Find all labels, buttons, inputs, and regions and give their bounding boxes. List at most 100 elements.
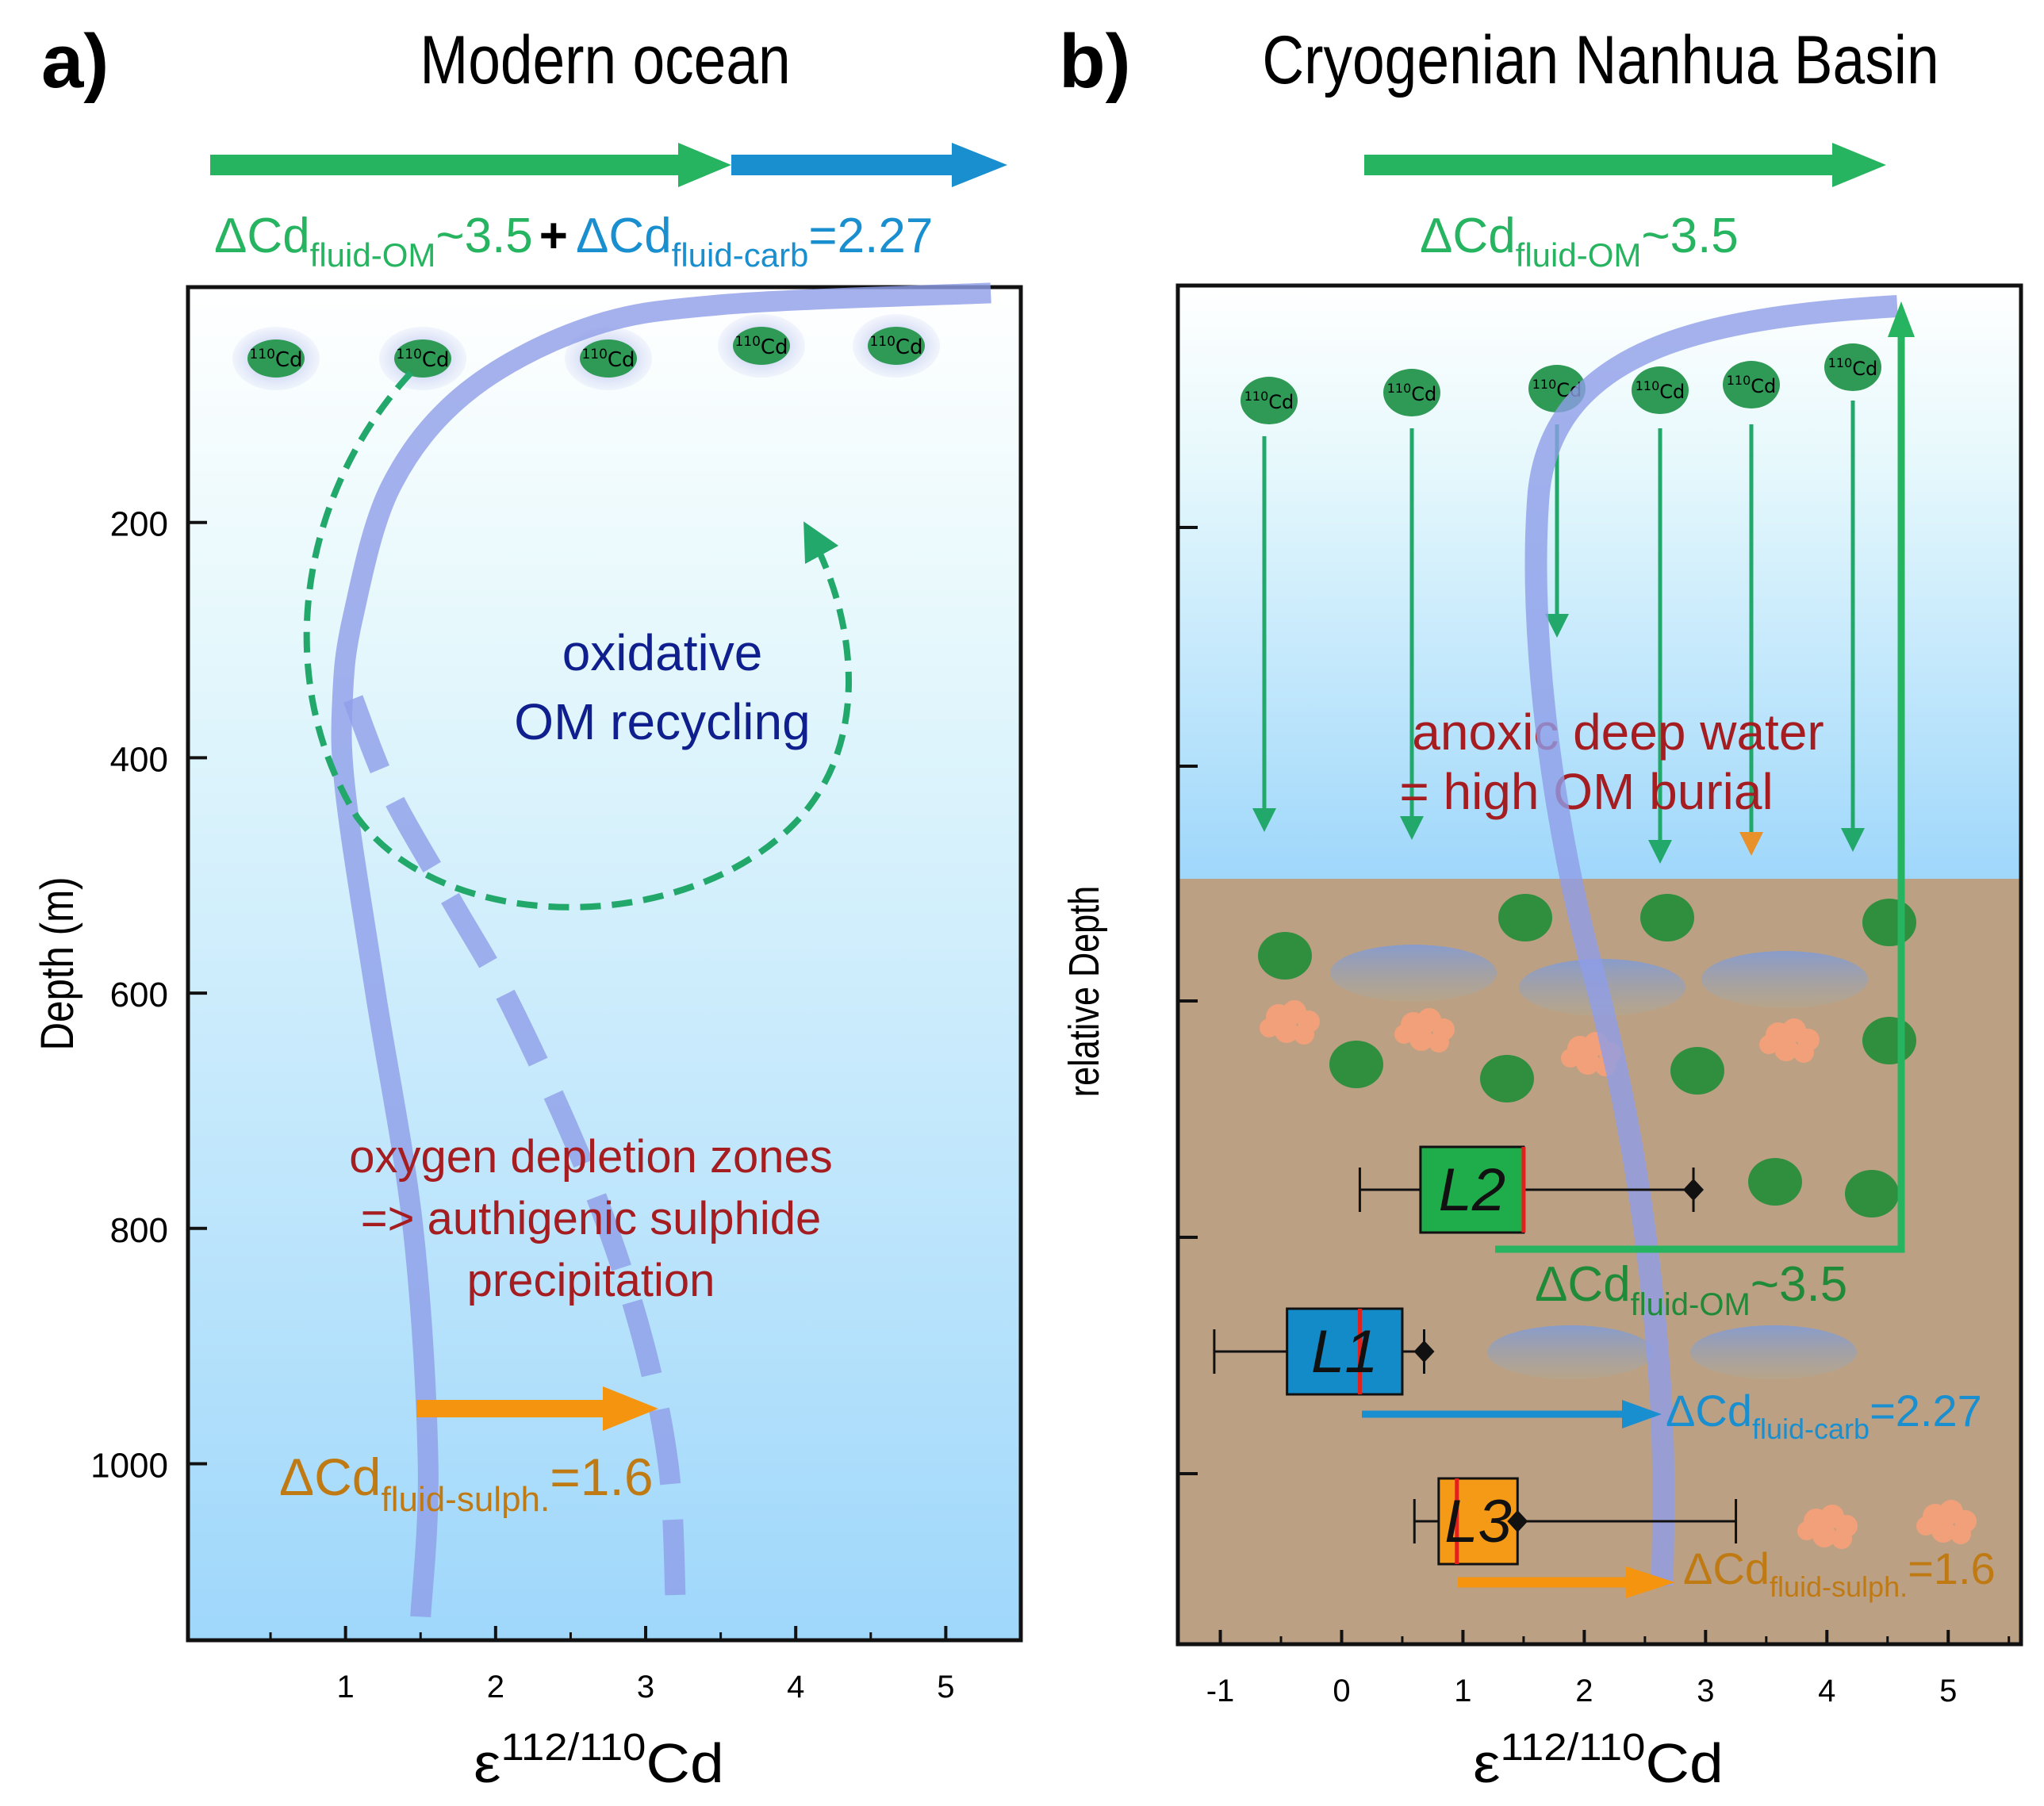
x-tick-label: 3 bbox=[1697, 1674, 1714, 1708]
x-tick-label: 1 bbox=[337, 1670, 355, 1704]
b-carb-sub: fluid-carb bbox=[1752, 1413, 1870, 1445]
svg-text:110Cd: 110Cd bbox=[1244, 389, 1294, 413]
cd-particle: 110Cd bbox=[1241, 377, 1298, 424]
carb-sub: fluid-carb bbox=[672, 236, 809, 274]
cycle-label-line1: oxidative bbox=[562, 624, 763, 681]
x-tick-label: 3 bbox=[637, 1670, 654, 1704]
box-label: L2 bbox=[1439, 1156, 1506, 1224]
x-tick-label: 2 bbox=[1575, 1674, 1593, 1708]
svg-text:110Cd: 110Cd bbox=[396, 347, 449, 372]
panel-a-y-axis-label: Depth (m) bbox=[32, 876, 83, 1050]
b-carb-prefix: ΔCd bbox=[1666, 1386, 1752, 1436]
b-x-label-prefix: ε bbox=[1473, 1731, 1500, 1794]
cd-particle: 110Cd bbox=[718, 314, 805, 378]
box-label: L1 bbox=[1311, 1318, 1379, 1386]
y-tick-label: 200 bbox=[110, 505, 168, 544]
y-tick-label: 1000 bbox=[90, 1446, 168, 1485]
b-om-prefix: ΔCd bbox=[1535, 1257, 1631, 1312]
panel-b-carb-label: ΔCdfluid-carb=2.27 bbox=[1666, 1386, 1982, 1445]
sediment-om-particles bbox=[1258, 894, 1916, 1217]
x-tick-label: 5 bbox=[937, 1670, 954, 1704]
boxplot-l1: L1 bbox=[1213, 1307, 1435, 1396]
recycling-loop-arrow bbox=[303, 370, 852, 911]
carb-value: =2.27 bbox=[808, 209, 933, 263]
odz-label-line1: oxygen depletion zones bbox=[349, 1131, 832, 1183]
b-top-prefix: ΔCd bbox=[1420, 209, 1516, 263]
plus-sign: + bbox=[539, 209, 568, 263]
om-flux-arrowhead bbox=[678, 143, 731, 187]
y-tick-label: 800 bbox=[110, 1211, 168, 1250]
svg-text:110Cd: 110Cd bbox=[581, 347, 635, 372]
cd-particle: 110Cd bbox=[379, 327, 466, 390]
anoxic-label-line2: = high OM burial bbox=[1399, 763, 1773, 820]
panel-b-letter: b) bbox=[1059, 19, 1131, 104]
panel-b-sulph-arrowhead bbox=[1626, 1566, 1675, 1598]
box bbox=[1286, 1307, 1404, 1396]
x-label-suffix: Cd bbox=[646, 1731, 723, 1794]
x-tick-label: -1 bbox=[1206, 1674, 1235, 1708]
panel-a-title: Modern ocean bbox=[420, 21, 790, 98]
panel-b-y-ticks bbox=[1179, 526, 1198, 1475]
b-om-value: ~3.5 bbox=[1751, 1257, 1847, 1312]
om-value: ~3.5 bbox=[435, 209, 532, 263]
x-tick-label: 2 bbox=[487, 1670, 504, 1704]
panel-a: a) Modern ocean ΔCdfluid-OM~3.5+ΔCdfluid… bbox=[32, 19, 1023, 1794]
panel-b-top-label: ΔCdfluid-OM~3.5 bbox=[1420, 209, 1739, 274]
cd-particle: 110Cd bbox=[565, 327, 652, 390]
modern-profile-line bbox=[331, 282, 991, 1618]
sulph-flux-arrowhead bbox=[603, 1386, 658, 1431]
x-tick-label: 4 bbox=[1818, 1674, 1835, 1708]
b-x-label-suffix: Cd bbox=[1645, 1731, 1723, 1794]
svg-text:110Cd: 110Cd bbox=[249, 347, 302, 372]
b-carb-value: =2.27 bbox=[1870, 1386, 1982, 1436]
om-return-arrowhead bbox=[1888, 301, 1915, 337]
cd-particle: 110Cd bbox=[853, 314, 940, 378]
y-tick-label: 600 bbox=[110, 976, 168, 1014]
boxplot-l3: L3 bbox=[1413, 1477, 1738, 1566]
b-sulph-value: =1.6 bbox=[1908, 1543, 1996, 1593]
svg-text:110Cd: 110Cd bbox=[734, 334, 788, 359]
box-label: L3 bbox=[1444, 1488, 1512, 1555]
panel-a-sulph-label: ΔCdfluid-sulph.=1.6 bbox=[279, 1447, 654, 1519]
odz-label-line3: precipitation bbox=[467, 1255, 715, 1306]
x-tick-label: 0 bbox=[1333, 1674, 1350, 1708]
panel-a-letter: a) bbox=[41, 19, 109, 104]
cd-particle: 110Cd bbox=[1632, 366, 1689, 414]
carb-prefix: ΔCd bbox=[576, 209, 672, 263]
carb-flux-arrowhead bbox=[952, 143, 1007, 187]
b-sulph-prefix: ΔCd bbox=[1683, 1543, 1770, 1593]
panel-b-om-flux-arrowhead bbox=[1832, 143, 1886, 187]
b-top-sub: fluid-OM bbox=[1516, 236, 1642, 274]
panel-b: b) Cryogenian Nanhua Basin ΔCdfluid-OM~3… bbox=[1059, 19, 2023, 1794]
b-om-sub: fluid-OM bbox=[1631, 1287, 1751, 1322]
panel-a-profiles bbox=[331, 282, 991, 1618]
svg-text:110Cd: 110Cd bbox=[1636, 378, 1685, 403]
svg-text:110Cd: 110Cd bbox=[1727, 373, 1777, 397]
sulph-value: =1.6 bbox=[550, 1447, 653, 1506]
cd-particle: 110Cd bbox=[1723, 361, 1780, 408]
data-point bbox=[1507, 1510, 1528, 1532]
odz-label-line2: => authigenic sulphide bbox=[361, 1193, 821, 1244]
svg-text:110Cd: 110Cd bbox=[1828, 355, 1878, 380]
x-tick-label: 4 bbox=[787, 1670, 804, 1704]
panel-b-carb-arrowhead bbox=[1622, 1400, 1662, 1428]
boxplot-l2: L2 bbox=[1358, 1145, 1705, 1234]
svg-text:110Cd: 110Cd bbox=[869, 334, 922, 359]
anoxic-label-line1: anoxic deep water bbox=[1412, 704, 1823, 761]
panel-b-sulph-label: ΔCdfluid-sulph.=1.6 bbox=[1683, 1543, 1996, 1603]
x-label-sup: 112/110 bbox=[500, 1725, 646, 1768]
data-point bbox=[1413, 1340, 1435, 1363]
om-prefix: ΔCd bbox=[214, 209, 310, 263]
panel-a-plot-area bbox=[186, 285, 1023, 1643]
box bbox=[1437, 1477, 1519, 1566]
panel-b-title: Cryogenian Nanhua Basin bbox=[1262, 21, 1939, 98]
panel-b-om-label: ΔCdfluid-OM~3.5 bbox=[1535, 1257, 1847, 1322]
cycle-label-line2: OM recycling bbox=[514, 693, 810, 750]
panel-a-x-axis-label: ε112/110Cd bbox=[474, 1725, 724, 1794]
cd-particle: 110Cd bbox=[232, 327, 320, 390]
panel-b-plot-frame bbox=[1175, 283, 2023, 1647]
sulph-prefix: ΔCd bbox=[279, 1447, 381, 1506]
panel-b-y-axis-label: relative Depth bbox=[1061, 886, 1109, 1097]
panel-b-profile-line bbox=[1524, 295, 1898, 1587]
